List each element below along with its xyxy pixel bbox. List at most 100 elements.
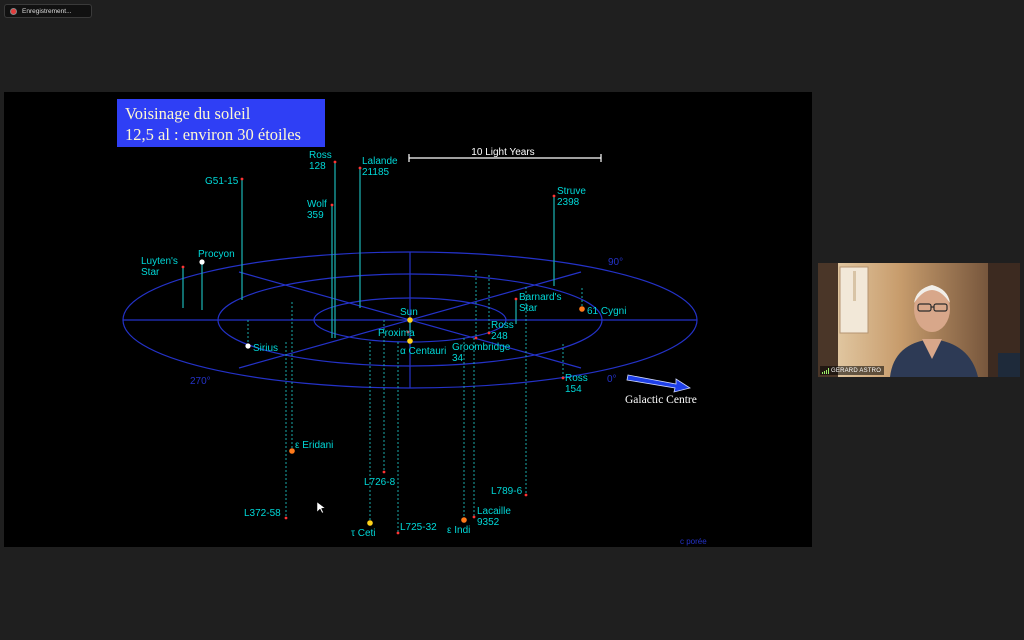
degree-270-label: 270° xyxy=(190,376,211,387)
star-marker-eridani xyxy=(289,448,295,454)
star-marker-cygni xyxy=(579,306,585,312)
star-label-g5115: G51-15 xyxy=(205,176,239,187)
star-label-line: 21185 xyxy=(362,167,390,178)
star-label-line: Lacaille xyxy=(477,506,511,517)
star-label-line: Sirius xyxy=(253,343,278,354)
slide-title-line2: 12,5 al : environ 30 étoiles xyxy=(125,125,301,144)
star-marker-procyon xyxy=(199,259,205,265)
star-label-acentauri: α Centauri xyxy=(400,346,446,357)
slide-title-box: Voisinage du soleil 12,5 al : environ 30… xyxy=(117,99,325,147)
galactic-centre-arrow-icon xyxy=(626,374,691,393)
star-label-proxima: Proxima xyxy=(378,328,415,339)
star-marker-tceti xyxy=(367,520,373,526)
star-marker-lalande xyxy=(358,166,362,170)
star-marker-sirius xyxy=(245,343,251,349)
mouse-cursor-icon xyxy=(316,501,326,514)
star-label-line: Ross xyxy=(565,373,588,384)
star-marker-luyten xyxy=(181,265,185,269)
star-label-l7896: L789-6 xyxy=(491,486,523,497)
star-label-line: Ross xyxy=(309,150,332,161)
star-marker-l72532 xyxy=(396,531,400,535)
participant-name-tag: GERARD ASTRO xyxy=(820,366,885,375)
star-label-line: 2398 xyxy=(557,197,580,208)
star-label-line: 34 xyxy=(452,353,464,364)
star-label-sirius: Sirius xyxy=(253,343,278,354)
star-label-eridani: ε Eridani xyxy=(295,440,333,451)
star-label-line: Ross xyxy=(491,320,514,331)
signal-bars-icon xyxy=(822,367,829,374)
star-marker-g5115 xyxy=(240,177,244,181)
star-label-line: Star xyxy=(519,303,538,314)
star-label-line: Struve xyxy=(557,186,586,197)
star-label-tceti: τ Ceti xyxy=(351,528,376,539)
star-label-l37258: L372-58 xyxy=(244,508,281,519)
star-dotted-stems xyxy=(247,270,583,532)
star-label-line: L726-8 xyxy=(364,477,396,488)
star-label-line: 128 xyxy=(309,161,326,172)
star-label-line: Groombridge xyxy=(452,342,511,353)
recording-indicator[interactable]: Enregistrement... xyxy=(4,4,92,18)
star-label-line: 154 xyxy=(565,384,582,395)
star-marker-wolf359 xyxy=(330,203,334,207)
galactic-centre-label: Galactic Centre xyxy=(625,394,697,406)
star-marker-acentauri xyxy=(407,338,413,344)
star-marker-groombridge xyxy=(474,336,478,340)
star-label-line: Star xyxy=(141,267,160,278)
star-marker-l37258 xyxy=(284,516,288,520)
star-label-line: 248 xyxy=(491,331,508,342)
star-marker-eindi xyxy=(461,517,467,523)
star-marker-l7896 xyxy=(524,493,528,497)
star-label-line: Sun xyxy=(400,307,418,318)
star-marker-sun xyxy=(407,317,413,323)
star-label-line: 61 Cygni xyxy=(587,306,626,317)
star-label-l72532: L725-32 xyxy=(400,522,437,533)
participant-name: GERARD ASTRO xyxy=(831,367,882,374)
participant-video[interactable]: GERARD ASTRO xyxy=(818,263,1020,377)
star-label-line: L789-6 xyxy=(491,486,523,497)
star-marker-ross154 xyxy=(561,376,565,380)
participant-avatar xyxy=(818,263,1020,377)
star-markers xyxy=(181,160,585,535)
star-label-line: Barnard's xyxy=(519,292,562,303)
star-label-line: ε Indi xyxy=(447,525,470,536)
degree-0-label: 0° xyxy=(607,374,617,385)
shared-screen: 10 Light Years 90° 270° 0° c porée Galac… xyxy=(4,92,812,547)
star-label-line: G51-15 xyxy=(205,176,239,187)
star-marker-struve xyxy=(552,194,556,198)
scale-label: 10 Light Years xyxy=(471,147,534,158)
star-marker-lacaille xyxy=(472,515,476,519)
star-label-line: 359 xyxy=(307,210,324,221)
star-marker-ross248 xyxy=(487,331,491,335)
star-label-line: ε Eridani xyxy=(295,440,333,451)
scale-bar xyxy=(408,154,602,162)
star-stems xyxy=(182,162,555,338)
star-label-procyon: Procyon xyxy=(198,249,235,260)
star-label-line: α Centauri xyxy=(400,346,446,357)
star-label-line: 9352 xyxy=(477,517,500,528)
star-label-line: Wolf xyxy=(307,199,327,210)
star-label-line: τ Ceti xyxy=(351,528,376,539)
star-label-line: L372-58 xyxy=(244,508,281,519)
star-label-sun: Sun xyxy=(400,307,418,318)
star-label-line: L725-32 xyxy=(400,522,437,533)
degree-90-label: 90° xyxy=(608,257,623,268)
star-label-line: Lalande xyxy=(362,156,398,167)
star-marker-ross128 xyxy=(333,160,337,164)
star-marker-barnard xyxy=(514,297,518,301)
star-label-l7268: L726-8 xyxy=(364,477,396,488)
record-icon xyxy=(10,7,17,15)
star-marker-proxima xyxy=(406,330,410,334)
star-label-line: Proxima xyxy=(378,328,415,339)
star-marker-l7268 xyxy=(382,470,386,474)
star-label-line: Luyten's xyxy=(141,256,178,267)
